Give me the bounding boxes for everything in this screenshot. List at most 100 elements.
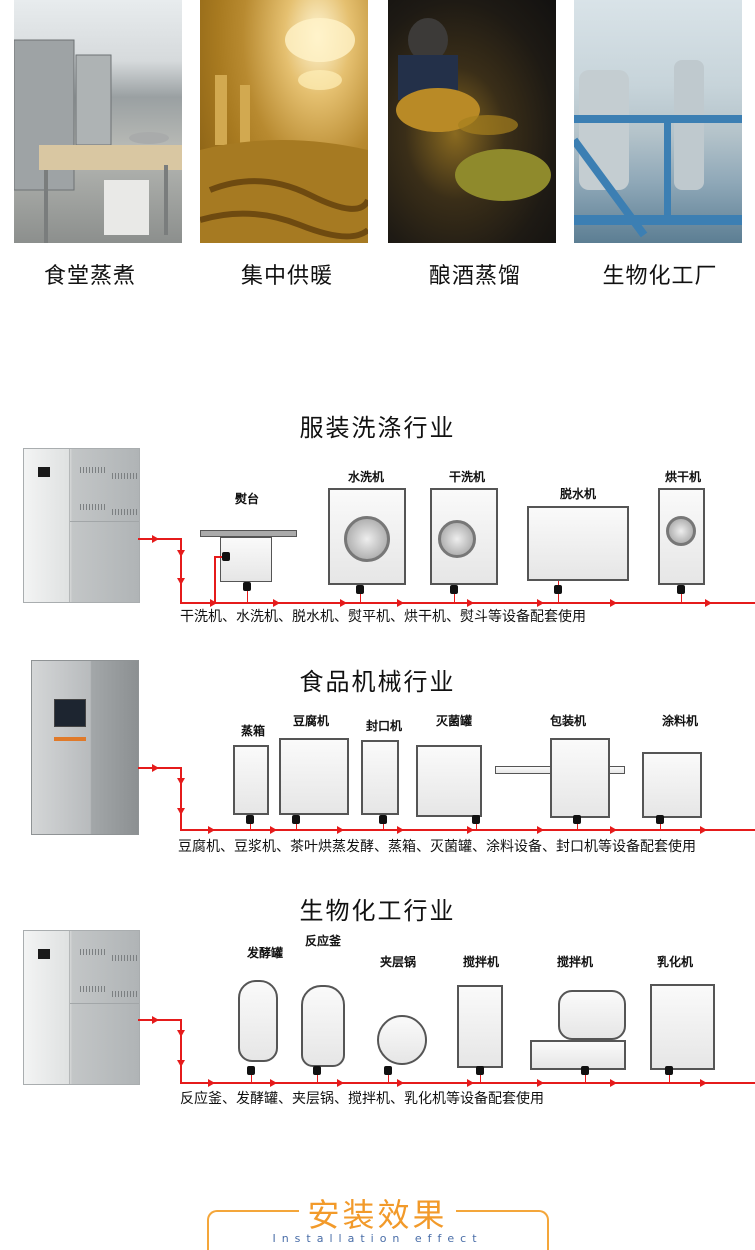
- hotel-hall-photo: [200, 0, 368, 243]
- flow-arrow-icon: [467, 1079, 474, 1087]
- tofu-machine-illustration: [279, 738, 349, 815]
- steam-pipe: [247, 584, 248, 602]
- hall-illustration: [200, 18, 368, 243]
- valve-icon: [313, 1066, 321, 1075]
- valve-icon: [247, 1066, 255, 1075]
- mixer-stand: [530, 1040, 626, 1070]
- spin-dryer-illustration: [527, 506, 629, 581]
- flow-arrow-icon: [152, 1016, 159, 1024]
- steam-generator-image: [31, 660, 139, 835]
- brewing-illustration: [396, 18, 551, 201]
- steam-pipe: [138, 538, 181, 540]
- reactor-illustration: [301, 985, 345, 1067]
- machine-label: 反应釜: [304, 934, 341, 948]
- valve-icon: [573, 815, 581, 824]
- kitchen-illustration: [14, 39, 182, 243]
- machine-label: 烘干机: [664, 470, 701, 484]
- industry-title: 生物化工行业: [299, 897, 456, 925]
- flow-arrow-icon: [270, 826, 277, 834]
- valve-icon: [450, 585, 458, 594]
- fermenter-illustration: [238, 980, 278, 1062]
- coating-machine-illustration: [642, 752, 702, 818]
- machine-label: 脱水机: [559, 487, 596, 501]
- chemical-plant-photo: [574, 0, 742, 243]
- flow-arrow-icon: [177, 1060, 185, 1067]
- flow-arrow-icon: [337, 826, 344, 834]
- valve-icon: [581, 1066, 589, 1075]
- flow-arrow-icon: [397, 1079, 404, 1087]
- valve-icon: [222, 552, 230, 561]
- steam-pipe: [480, 1068, 481, 1082]
- machine-label: 灭菌罐: [435, 714, 472, 728]
- ironing-table: [200, 530, 297, 537]
- industry-caption: 反应釜、发酵罐、夹层锅、搅拌机、乳化机等设备配套使用: [180, 1091, 544, 1107]
- mixer-illustration: [457, 985, 503, 1068]
- steam-pipe: [138, 1019, 181, 1021]
- valve-icon: [476, 1066, 484, 1075]
- steam-pipe: [669, 1070, 670, 1082]
- valve-icon: [554, 585, 562, 594]
- machine-label: 搅拌机: [556, 955, 593, 969]
- machine-label: 豆腐机: [292, 714, 329, 728]
- plant-illustration: [574, 60, 742, 238]
- flow-arrow-icon: [177, 808, 185, 815]
- tumble-dryer-illustration: [658, 488, 705, 585]
- application-label: 生物化工厂: [602, 264, 718, 289]
- sealing-machine-illustration: [361, 740, 399, 815]
- canteen-kitchen-photo: [14, 0, 182, 243]
- washer-illustration: [328, 488, 406, 585]
- machine-label: 熨台: [234, 492, 259, 506]
- flow-arrow-icon: [397, 599, 404, 607]
- machine-label: 乳化机: [656, 955, 693, 969]
- steam-pipe: [214, 556, 216, 602]
- flow-arrow-icon: [397, 826, 404, 834]
- flow-arrow-icon: [273, 599, 280, 607]
- steam-pipe: [180, 538, 182, 603]
- flow-arrow-icon: [467, 599, 474, 607]
- flow-arrow-icon: [177, 1030, 185, 1037]
- packaging-machine-illustration: [550, 738, 610, 818]
- install-title: 安装效果: [299, 1196, 456, 1234]
- flow-arrow-icon: [152, 764, 159, 772]
- machine-label: 水洗机: [347, 470, 384, 484]
- industry-title: 食品机械行业: [299, 668, 456, 696]
- emulsifier-illustration: [650, 984, 715, 1070]
- valve-icon: [243, 582, 251, 591]
- flow-arrow-icon: [700, 826, 707, 834]
- flow-arrow-icon: [537, 1079, 544, 1087]
- industry-caption: 豆腐机、豆浆机、茶叶烘蒸发酵、蒸箱、灭菌罐、涂料设备、封口机等设备配套使用: [178, 839, 696, 855]
- flow-arrow-icon: [610, 1079, 617, 1087]
- steam-pipe: [180, 767, 182, 830]
- application-label: 食堂蒸煮: [43, 264, 136, 289]
- industry-caption: 干洗机、水洗机、脱水机、熨平机、烘干机、熨斗等设备配套使用: [180, 609, 586, 625]
- brewing-grain-photo: [388, 0, 556, 243]
- machine-label: 干洗机: [448, 470, 485, 484]
- sterilizer-illustration: [416, 745, 482, 817]
- steam-pipe: [585, 1070, 586, 1082]
- steam-pipe: [214, 556, 222, 558]
- flow-arrow-icon: [337, 1079, 344, 1087]
- machine-label: 搅拌机: [462, 955, 499, 969]
- valve-icon: [384, 1066, 392, 1075]
- flow-arrow: [177, 578, 185, 585]
- jacketed-kettle-illustration: [377, 1015, 427, 1065]
- horizontal-mixer-illustration: [558, 990, 626, 1040]
- flow-arrow: [177, 550, 185, 557]
- valve-icon: [246, 815, 254, 824]
- machine-label: 涂料机: [661, 714, 698, 728]
- valve-icon: [356, 585, 364, 594]
- flow-arrow-icon: [537, 599, 544, 607]
- machine-label: 发酵罐: [246, 946, 283, 960]
- steam-pipe: [317, 1068, 318, 1082]
- flow-arrow-icon: [208, 1079, 215, 1087]
- machine-label: 包装机: [549, 714, 586, 728]
- install-heading: 安装效果: [0, 1190, 755, 1236]
- valve-icon: [656, 815, 664, 824]
- machine-label: 封口机: [365, 719, 402, 733]
- flow-arrow-icon: [610, 826, 617, 834]
- valve-icon: [472, 815, 480, 824]
- flow-arrow-icon: [467, 826, 474, 834]
- flow-arrow-icon: [340, 599, 347, 607]
- flow-arrow: [152, 535, 159, 543]
- flow-arrow-icon: [270, 1079, 277, 1087]
